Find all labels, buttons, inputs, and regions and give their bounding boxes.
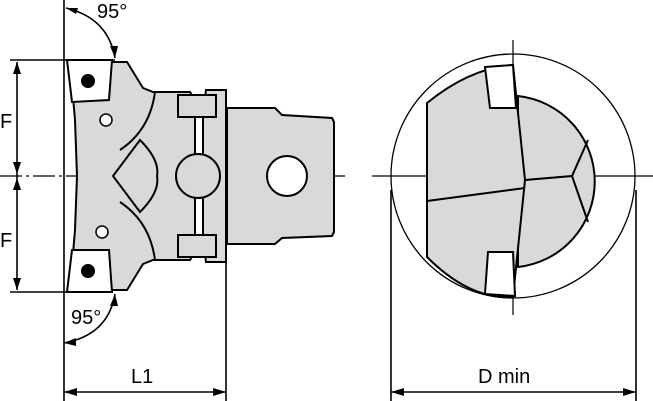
- insert-screw: [81, 74, 95, 88]
- insert-bottom-end: [483, 251, 517, 298]
- arrowhead: [13, 278, 21, 290]
- flute-line: [119, 91, 156, 261]
- dmin-label: D min: [478, 366, 531, 388]
- rear-disc: [517, 94, 596, 269]
- arrowhead: [13, 62, 21, 74]
- ball-joint: [175, 153, 221, 199]
- angle-label-bottom: 95°: [71, 307, 102, 329]
- body-edge: [426, 139, 589, 223]
- arrowhead: [13, 162, 21, 174]
- arrowhead: [110, 46, 118, 58]
- insert-screw: [81, 264, 95, 278]
- front-body: [426, 63, 527, 299]
- arrowhead: [64, 338, 76, 346]
- center-arc: [111, 138, 159, 214]
- clamp-screw-top: [177, 94, 217, 118]
- cutter-end-view: [426, 63, 596, 299]
- f-label-bottom: F: [0, 230, 13, 252]
- coolant-port: [95, 225, 109, 239]
- arrowhead: [391, 388, 404, 396]
- coolant-port: [99, 113, 113, 127]
- arrowhead: [213, 388, 226, 396]
- cutter-side-view: [65, 59, 335, 293]
- l1-label: L1: [131, 366, 154, 388]
- arrowhead: [66, 8, 78, 14]
- arrowhead: [64, 388, 77, 396]
- angle-label-top: 95°: [97, 1, 128, 23]
- through-hole: [266, 155, 308, 197]
- f-label-top: F: [0, 111, 13, 133]
- insert-top-end: [483, 63, 518, 109]
- arrowhead: [13, 178, 21, 190]
- arrowhead: [623, 388, 636, 396]
- arrowhead: [110, 294, 118, 306]
- clamp-screw-bottom: [177, 234, 217, 258]
